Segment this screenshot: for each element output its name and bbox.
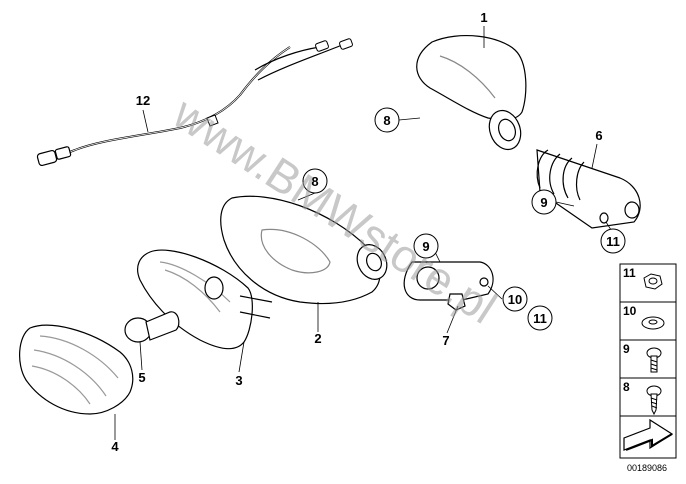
callout-12: 12 (136, 93, 150, 108)
callout-7: 7 (442, 333, 449, 348)
callout-2: 2 (314, 331, 321, 346)
callout-6: 6 (595, 128, 602, 143)
callout-1: 1 (480, 10, 487, 25)
rubber-mount (536, 149, 641, 229)
callout-11-bracket: 11 (527, 305, 553, 331)
legend-row-8: 8 (623, 380, 662, 416)
self-tapping-screw-icon (646, 385, 662, 416)
wiring-harness (36, 38, 353, 167)
legend-number: 11 (623, 266, 636, 280)
mounting-bracket (403, 261, 494, 311)
callout-4: 4 (111, 439, 119, 454)
callout-number: 11 (606, 234, 620, 249)
legend-number: 10 (623, 304, 637, 318)
legend-number: 8 (623, 380, 630, 394)
screw-icon (646, 347, 662, 373)
callout-10: 10 (502, 286, 528, 312)
callout-9-mount: 9 (531, 189, 557, 215)
callout-number: 8 (383, 113, 390, 128)
legend-row-11: 11 (623, 266, 663, 290)
indicator-lens (19, 324, 134, 415)
rear-indicator-housing (416, 35, 527, 151)
callout-number: 10 (508, 292, 522, 307)
legend-panel: 11 10 9 8 (619, 263, 677, 459)
callout-number: 9 (422, 239, 429, 254)
callout-11-mount: 11 (600, 228, 626, 254)
leader-lines (114, 26, 614, 440)
direction-arrow-icon (623, 418, 674, 451)
callout-number: 8 (311, 174, 318, 189)
legend-row-9: 9 (623, 342, 662, 373)
washer-icon (641, 316, 665, 330)
front-indicator-housing (220, 195, 388, 305)
reflector-bulb-holder (137, 249, 273, 350)
diagram-number: 00189086 (627, 463, 667, 473)
callout-3: 3 (235, 373, 242, 388)
callout-9-bracket: 9 (413, 233, 439, 259)
callout-5: 5 (138, 370, 145, 385)
nut-icon (643, 273, 663, 290)
callout-number: 11 (533, 311, 547, 326)
callout-8-front: 8 (302, 168, 328, 194)
callout-number: 9 (540, 195, 547, 210)
legend-number: 9 (623, 342, 630, 356)
bulb (124, 311, 180, 343)
callout-8-rear: 8 (374, 107, 400, 133)
legend-row-10: 10 (623, 304, 665, 330)
